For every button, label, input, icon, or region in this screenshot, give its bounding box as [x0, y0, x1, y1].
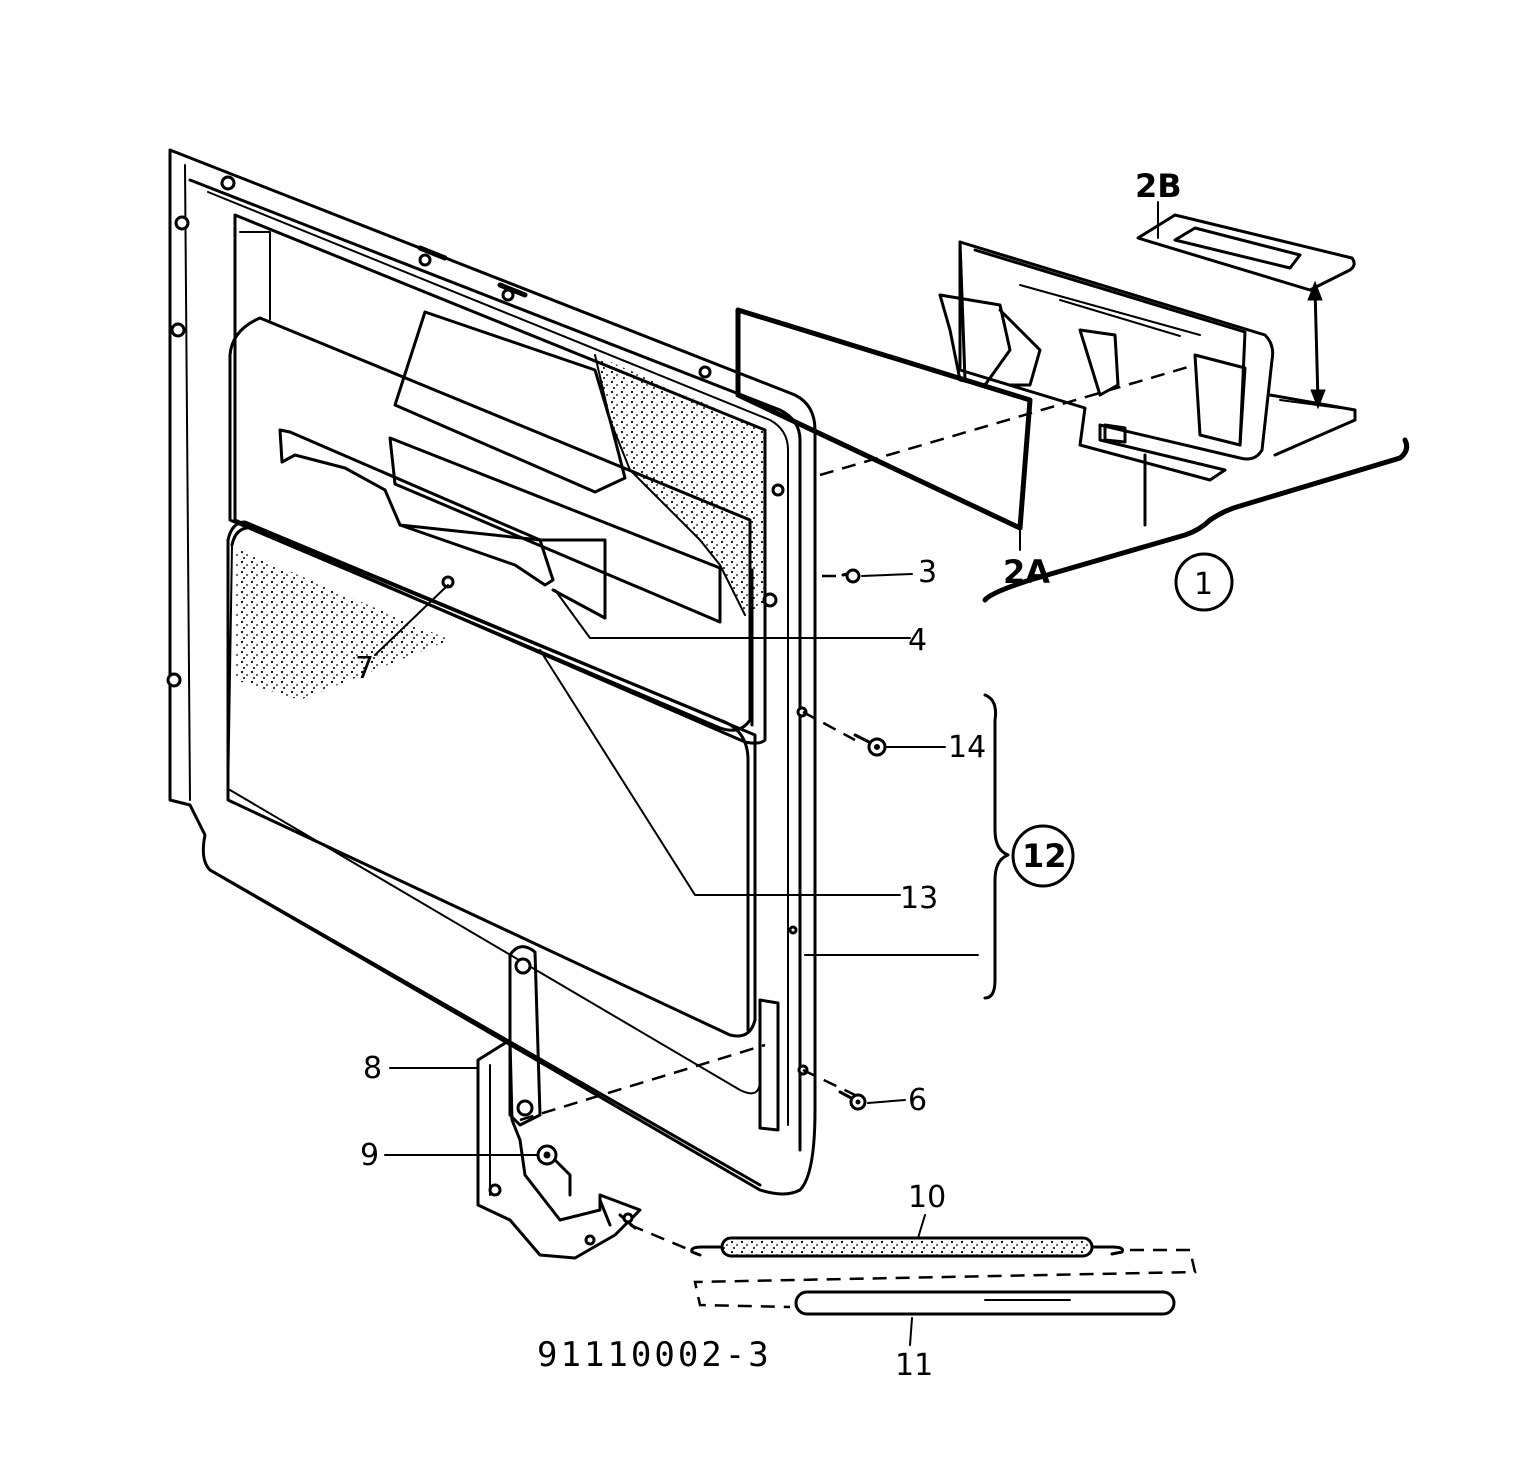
- door-flange-2: [207, 191, 789, 1126]
- part-number: 91110002-3: [537, 1335, 772, 1375]
- upper-panel: [228, 316, 752, 732]
- door-handle: [278, 428, 555, 587]
- callout-1-bracket: [982, 437, 1410, 603]
- callout-12-circle: [1011, 824, 1075, 888]
- label-7: 7: [355, 651, 374, 686]
- hinge-nut: [536, 1144, 572, 1197]
- frame-hole: [796, 706, 808, 718]
- alignment-line-spring: [629, 1223, 691, 1252]
- frame-hole: [174, 215, 190, 231]
- screw-6: [838, 1090, 867, 1111]
- frame-hole: [220, 175, 236, 191]
- label-13: 13: [900, 881, 938, 916]
- handle-grip: [398, 523, 607, 620]
- dispenser-left-edge: [958, 240, 967, 382]
- dispenser-ribs: [1019, 284, 1201, 337]
- gasket-2A: [735, 307, 1033, 531]
- callout-12-brace: [983, 693, 1010, 1000]
- label-6: 6: [908, 1083, 927, 1118]
- display-window: [393, 310, 627, 494]
- dispenser-spring: [998, 308, 1042, 387]
- panel-recess: [388, 436, 722, 624]
- label-2A: 2A: [1003, 553, 1050, 591]
- callout-1-circle: [1174, 552, 1234, 612]
- screw-3: [841, 568, 861, 584]
- screw-14: [853, 733, 887, 757]
- foam-insulation-lower: [235, 548, 450, 700]
- spring-rod: [794, 1290, 1176, 1316]
- frame-hole: [166, 672, 182, 688]
- dispenser-lever: [1078, 328, 1120, 397]
- label-4: 4: [908, 623, 927, 658]
- leader-7: [374, 584, 449, 656]
- door-frame-inner-edge: [184, 164, 191, 801]
- label-3: 3: [918, 555, 937, 590]
- lower-panel-edge: [227, 544, 233, 801]
- frame-hole: [771, 483, 785, 497]
- label-9: 9: [360, 1138, 379, 1173]
- door-bottom-lip: [208, 868, 762, 1187]
- label-14: 14: [948, 730, 986, 765]
- alignment-line-dispenser: [819, 363, 1196, 477]
- link-hole: [622, 1212, 634, 1224]
- frame-hole: [170, 322, 186, 338]
- link-hole: [584, 1234, 596, 1246]
- leader-11: [909, 1317, 913, 1346]
- leader-13: [539, 649, 901, 896]
- alignment-line-hinge: [519, 1043, 766, 1122]
- panel-corner: [239, 231, 271, 321]
- lid-direction-arrow: [1307, 280, 1326, 410]
- label-11: 11: [895, 1348, 933, 1383]
- dispenser-clip: [1103, 423, 1127, 444]
- alignment-line-10-11: [693, 1248, 1197, 1309]
- dispenser-cup: [1193, 353, 1247, 447]
- lid-2B: [1136, 213, 1356, 292]
- frame-hole: [698, 365, 712, 379]
- door-spring: [690, 1236, 1124, 1258]
- alignment-line-6: [802, 1068, 856, 1097]
- label-10: 10: [908, 1180, 946, 1215]
- frame-clip: [417, 245, 528, 298]
- dispenser-body: [958, 240, 1275, 482]
- frame-hole: [788, 925, 798, 935]
- lid-seat: [1268, 393, 1357, 457]
- leader-4: [554, 589, 911, 639]
- door-outer-frame: [168, 148, 817, 1196]
- label-12: 12: [1022, 837, 1067, 875]
- label-1: 1: [1194, 567, 1213, 602]
- handle-screw: [441, 575, 455, 589]
- lower-inner-frame: [226, 520, 757, 1038]
- lower-panel: [230, 526, 750, 1032]
- dispenser-top-rim: [973, 248, 1247, 447]
- dispenser-latch: [938, 293, 1012, 387]
- leader-6: [867, 1099, 906, 1104]
- foam-insulation-upper: [595, 355, 765, 615]
- lid-seat-inner: [1279, 399, 1341, 409]
- door-panel: [166, 148, 817, 1196]
- lower-side-bracket: [758, 998, 780, 1132]
- label-2B: 2B: [1135, 167, 1182, 205]
- frame-hole: [418, 253, 432, 267]
- dispenser-assembly: [938, 240, 1357, 527]
- leader-3: [861, 573, 913, 577]
- leader-lines: [374, 201, 1159, 1346]
- label-8: 8: [363, 1051, 382, 1086]
- leader-10: [917, 1214, 926, 1239]
- alignment-line-14: [802, 710, 856, 742]
- hinge-arm: [476, 945, 642, 1260]
